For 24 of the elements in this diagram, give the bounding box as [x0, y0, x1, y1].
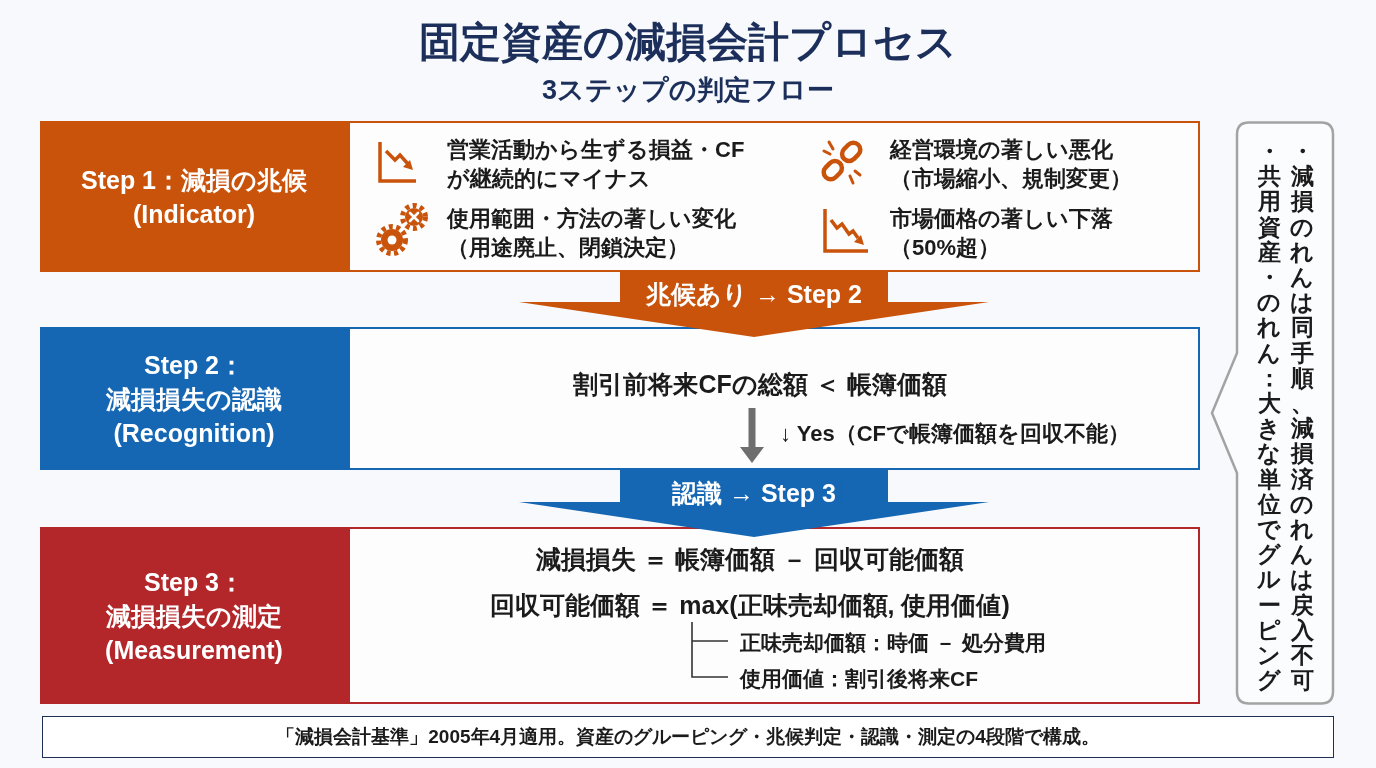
formula-detail: 正味売却価額：時価 － 処分費用 [740, 630, 1046, 656]
note-box: 「減損会計基準」2005年4月適用。資産のグルーピング・兆候判定・認識・測定の4段階で構成。 [42, 716, 1334, 758]
content-box [348, 327, 1200, 470]
callout-box [1210, 121, 1335, 705]
content-box [348, 121, 1200, 272]
note-text: ・減損のれんは同手順、減損済のれんは戻入不可 [1289, 139, 1315, 694]
step-header: Step 1：減損の兆候 (Indicator) [40, 121, 348, 272]
result-text: ↓ Yes（CFで帳簿価額を回収不能） [780, 420, 1130, 448]
indicator-text: 経営環境の著しい悪化（市場縮小、規制変更） [890, 136, 1133, 193]
subtitle: 3ステップの判定フロー [542, 74, 834, 107]
note-text: ・共用資産・のれん：大きな単位でグルーピング [1256, 139, 1282, 694]
title: 固定資産の減損会計プロセス [419, 18, 957, 67]
chevron-arrow [519, 470, 989, 537]
step-header: Step 3：減損損失の測定 (Measurement) [40, 527, 348, 704]
indicator-text: 市場価格の著しい下落（50%超） [890, 205, 1114, 262]
chevron-arrow [519, 272, 989, 337]
formula-text: 減損損失 ＝ 帳簿価額 － 回収可能価額 [536, 544, 964, 575]
indicator-text: 営業活動から生ずる損益・CFが継続的にマイナス [447, 136, 746, 193]
formula-text: 回収可能価額 ＝ max(正味売却価額, 使用価値) [490, 590, 1010, 621]
formula-detail: 使用価値：割引後将来CF [740, 666, 978, 692]
step-header: Step 2：減損損失の認識 (Recognition) [40, 327, 348, 470]
condition-formula: 割引前将来CFの総額 ＜ 帳簿価額 [573, 369, 947, 400]
content-box [348, 527, 1200, 704]
indicator-text: 使用範囲・方法の著しい変化（用途廃止、閉鎖決定） [447, 205, 737, 262]
